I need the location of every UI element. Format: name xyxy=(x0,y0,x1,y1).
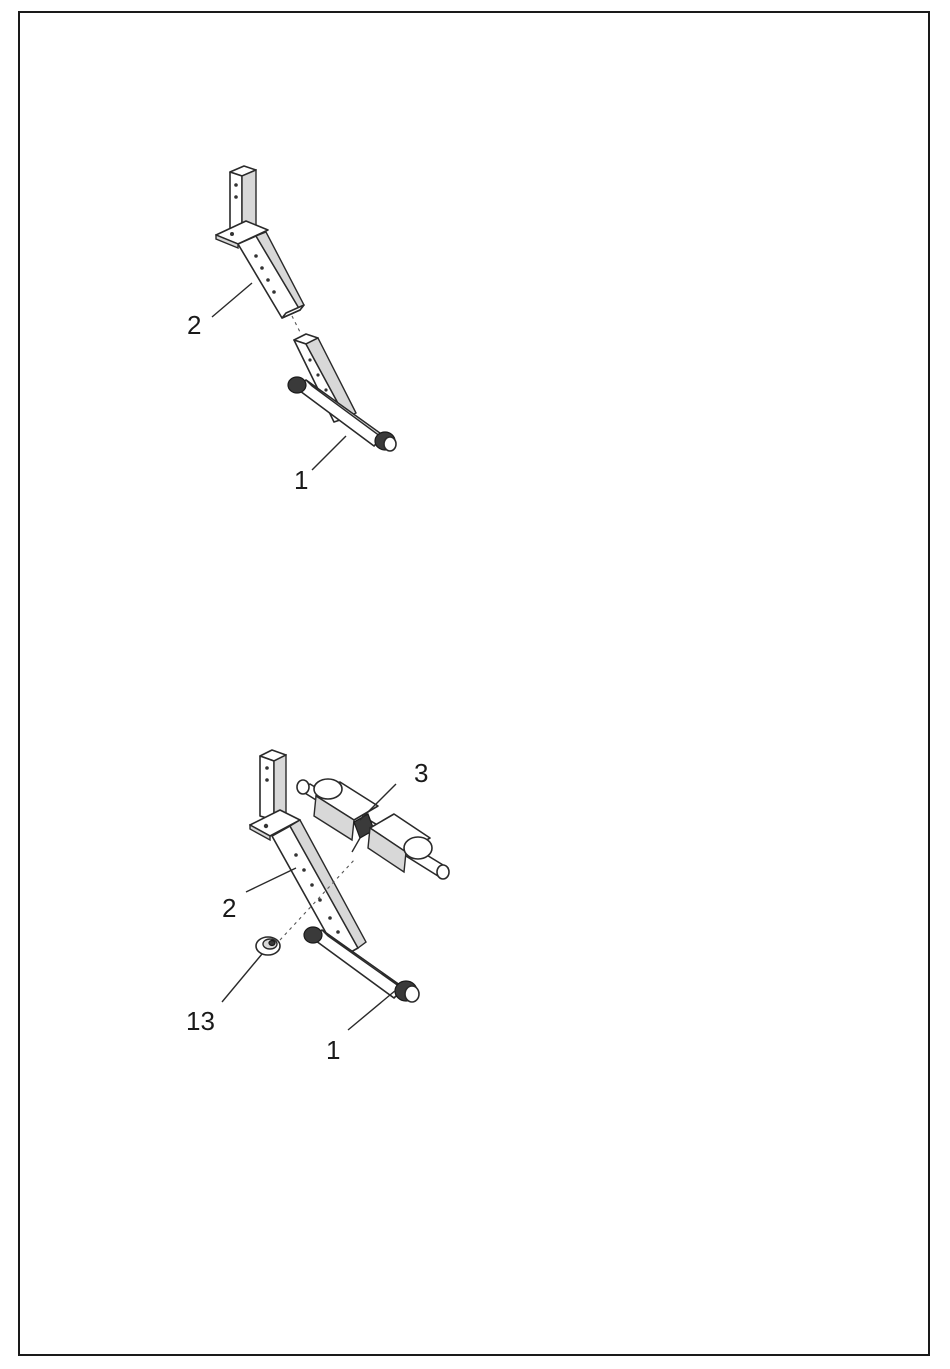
leader-part-2 xyxy=(246,868,296,892)
leader-part-1 xyxy=(348,990,396,1030)
callout-part-13: 13 xyxy=(186,1006,215,1036)
figure-1: 2 1 xyxy=(187,166,396,495)
callout-part-2: 2 xyxy=(187,310,201,340)
callout-part-3: 3 xyxy=(414,758,428,788)
callout-part-1: 1 xyxy=(294,465,308,495)
upright-tube-part-2 xyxy=(216,166,304,318)
upright-tube-part-2 xyxy=(250,750,366,958)
base-part-1 xyxy=(288,334,396,451)
knob-part-13 xyxy=(256,937,280,955)
leader-part-2 xyxy=(212,283,252,317)
leader-part-13 xyxy=(222,954,262,1002)
callout-part-2: 2 xyxy=(222,893,236,923)
callout-part-1: 1 xyxy=(326,1035,340,1065)
figure-2: 3 2 13 1 xyxy=(186,750,449,1065)
leader-part-1 xyxy=(312,436,346,470)
